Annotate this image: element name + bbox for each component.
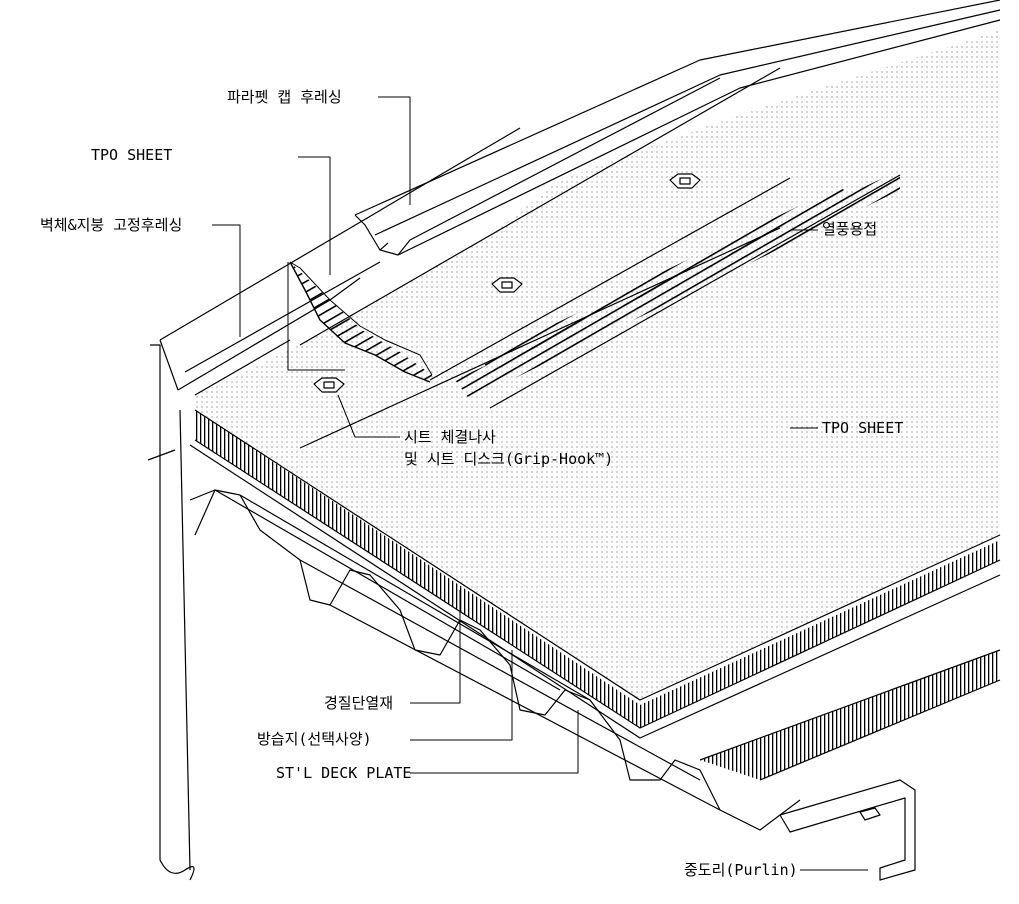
purlin bbox=[779, 779, 916, 881]
sheet-disk-1 bbox=[313, 377, 345, 393]
label-tpo-sheet-top: TPO SHEET bbox=[91, 146, 173, 164]
wall bbox=[150, 344, 161, 860]
sheet-disk-3 bbox=[669, 173, 701, 189]
leader-lines bbox=[212, 96, 868, 871]
label-wall-roof-flashing: 벽체&지붕 고정후레싱 bbox=[40, 216, 183, 234]
sheet-disk-2 bbox=[491, 277, 523, 293]
label-vapor-barrier: 방습지(선택사양) bbox=[257, 730, 372, 748]
label-sheet-screw-line2: 및 시트 디스크(Grip-Hook™) bbox=[404, 450, 614, 468]
label-insulation: 경질단열재 bbox=[324, 694, 394, 712]
label-parapet-cap: 파라펫 캡 후레싱 bbox=[227, 88, 342, 106]
label-tpo-sheet-right: TPO SHEET bbox=[822, 419, 904, 437]
label-purlin: 중도리(Purlin) bbox=[684, 861, 798, 879]
rigid-insulation bbox=[195, 410, 1000, 728]
vapor-barrier bbox=[189, 444, 1001, 739]
label-deck-plate: ST'L DECK PLATE bbox=[276, 764, 412, 782]
hot-air-weld-band bbox=[455, 170, 900, 400]
parapet-cap-flashing bbox=[354, 0, 1001, 216]
tpo-sheet-surface bbox=[195, 30, 1000, 700]
label-hot-air-weld: 열풍용접 bbox=[822, 220, 878, 238]
label-sheet-screw-line1: 시트 체결나사 bbox=[404, 428, 496, 446]
steel-deck-plate bbox=[194, 489, 801, 831]
wall-roof-flashing bbox=[159, 127, 521, 341]
